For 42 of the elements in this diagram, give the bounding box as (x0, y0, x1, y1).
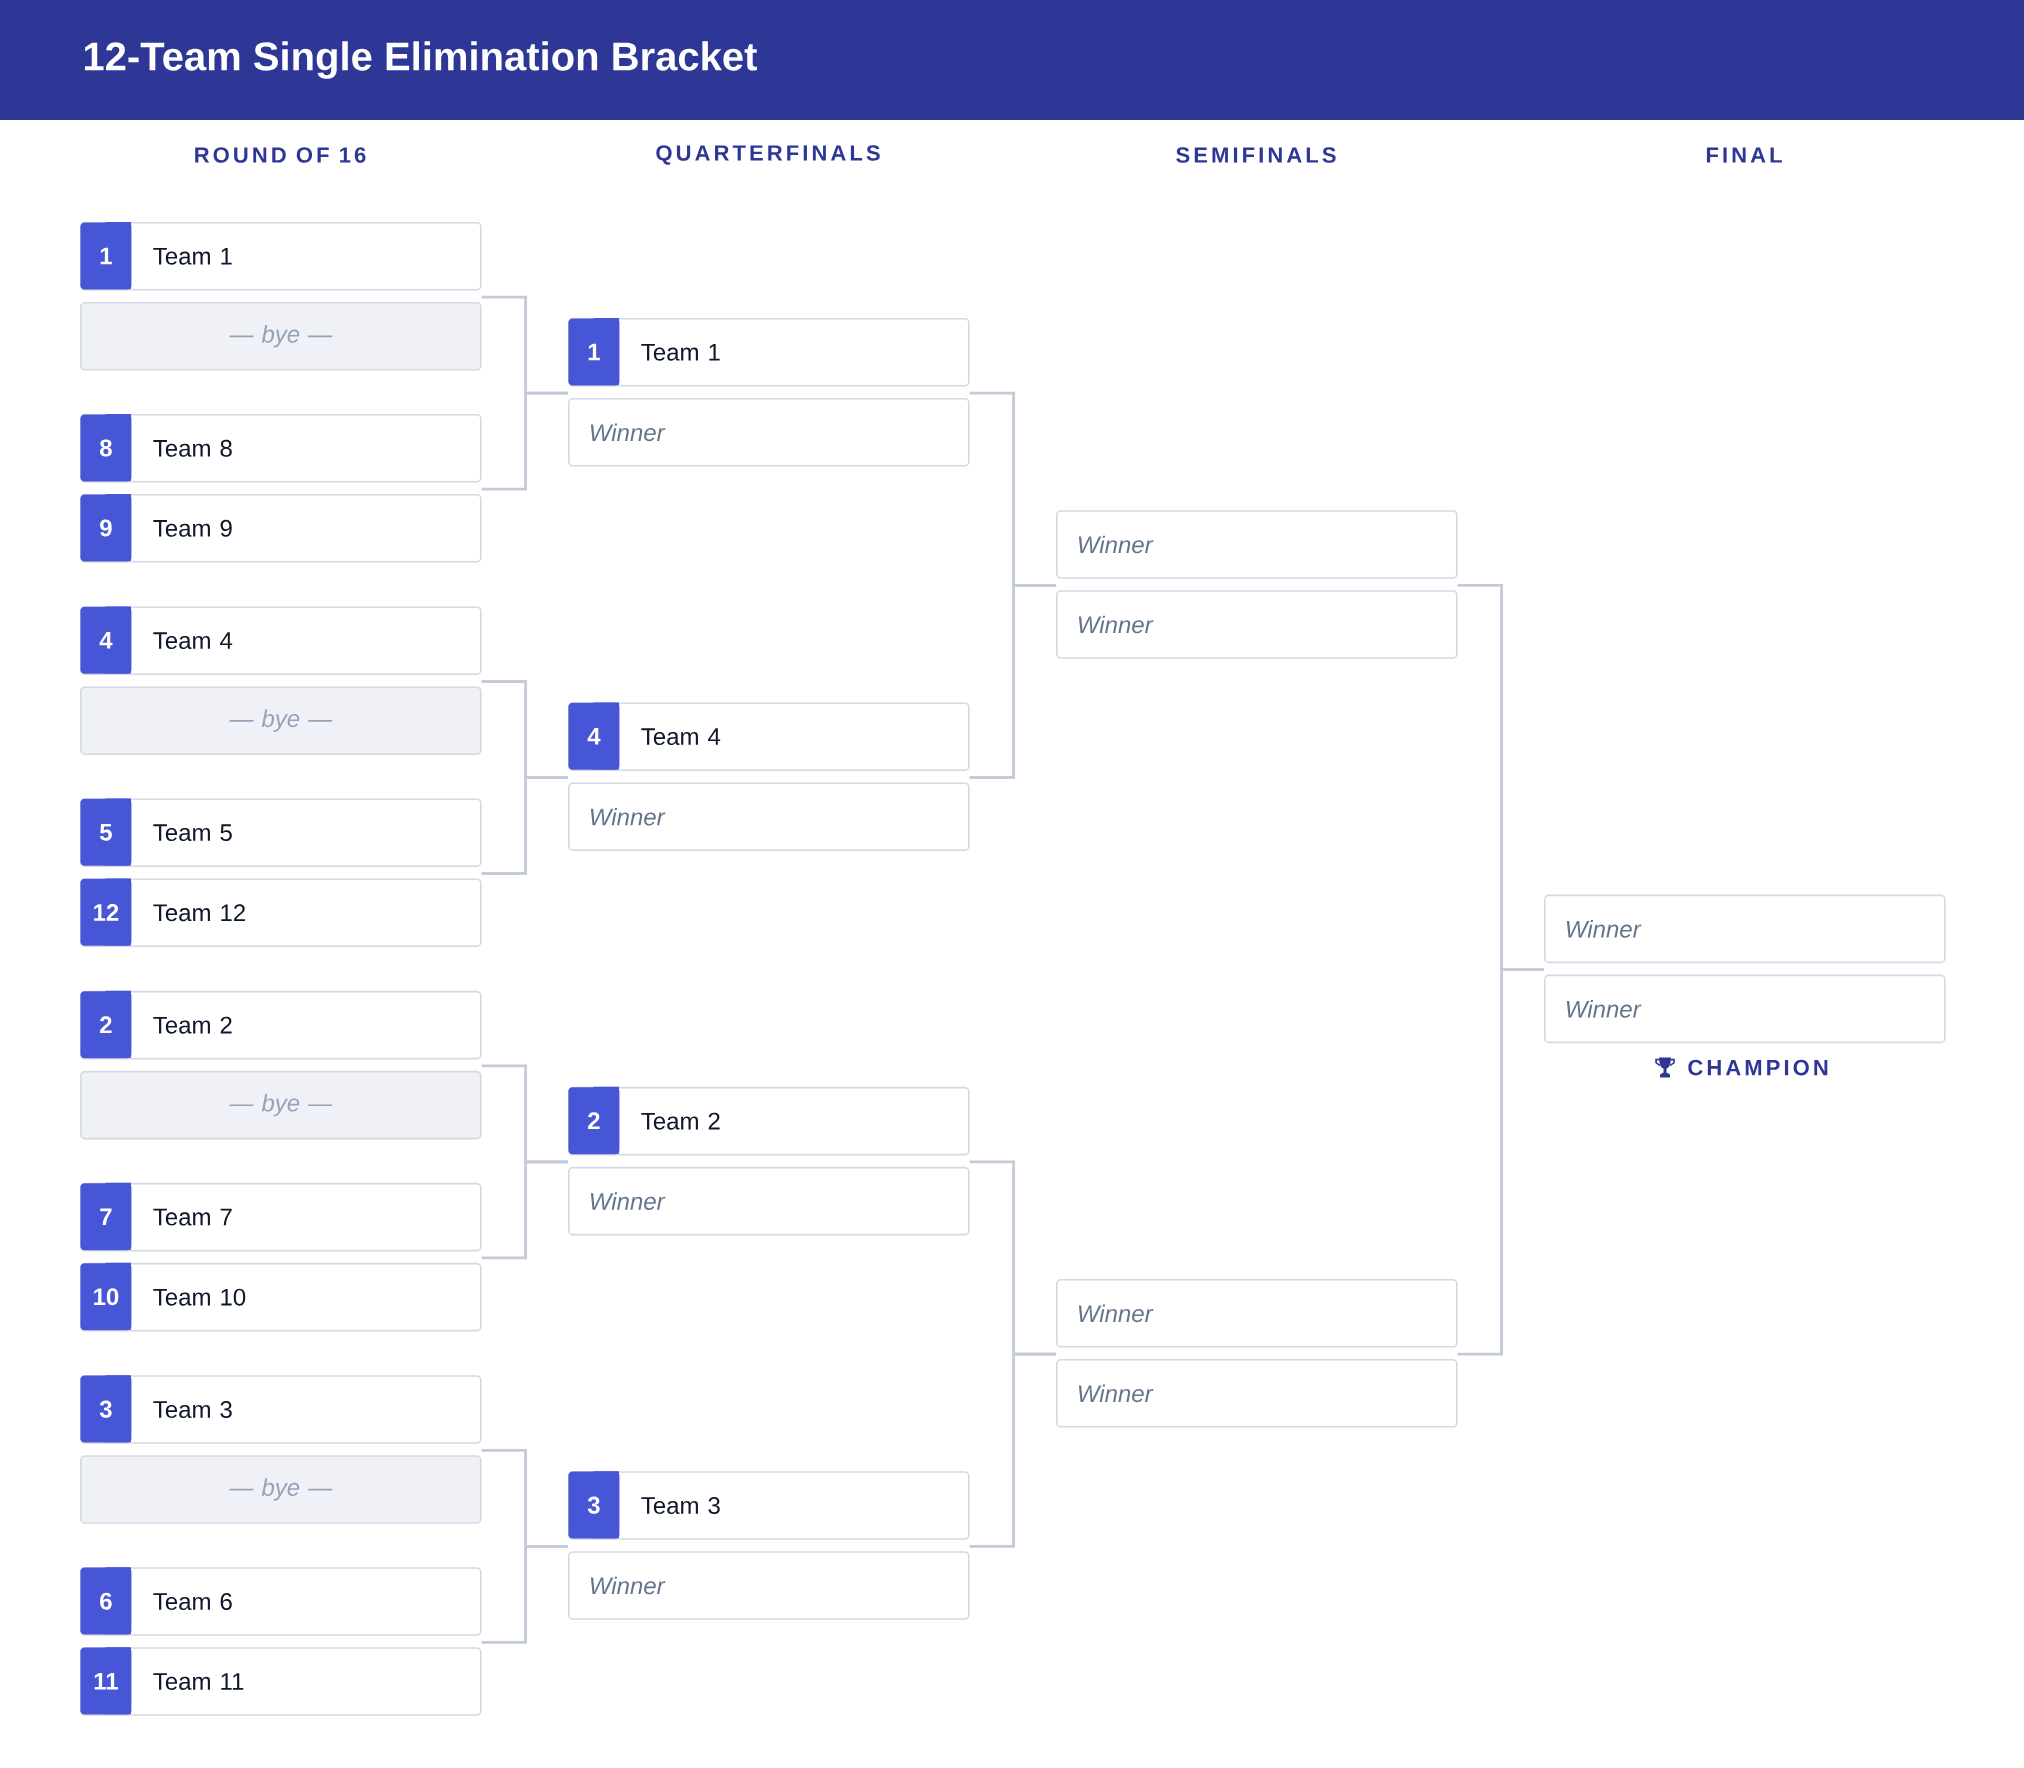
round-heading: QUARTERFINALS (656, 145, 880, 165)
seed-badge: 4 (80, 606, 132, 674)
bye-slot: — bye — (80, 1455, 482, 1524)
seed-badge: 1 (80, 222, 132, 290)
winner-slot: Winner (1544, 974, 1946, 1044)
winner-slot: Winner (1056, 1359, 1458, 1428)
seed-badge: 5 (80, 798, 132, 866)
seed-badge: 1 (568, 318, 620, 386)
bracket-line (1457, 968, 1544, 1356)
seed-badge: 2 (568, 1086, 620, 1155)
seed-badge: 12 (80, 878, 132, 946)
winner-slot: Winner (1544, 894, 1946, 964)
round-heading: ROUND OF 16 (195, 147, 366, 163)
bracket-line (481, 1544, 568, 1644)
winner-slot: Winner (1056, 1279, 1458, 1348)
seed-badge: 9 (80, 494, 132, 562)
seed-badge: 11 (80, 1647, 132, 1715)
winner-slot: Winner (1056, 590, 1458, 659)
bracket-line (481, 1160, 568, 1260)
winner-slot: Winner (568, 1551, 970, 1620)
bracket-line (969, 583, 1056, 779)
seed-badge: 8 (80, 414, 132, 482)
winner-slot: Winner (568, 782, 970, 851)
bracket-line (969, 1352, 1056, 1548)
bye-slot: — bye — (80, 1070, 482, 1140)
bye-slot: — bye — (80, 686, 482, 755)
seed-badge: 3 (80, 1375, 132, 1443)
seed-badge: 2 (80, 990, 132, 1059)
round-heading: FINAL (1706, 147, 1782, 163)
bye-slot: — bye — (80, 302, 482, 371)
winner-slot: Winner (1056, 510, 1458, 579)
seed-badge: 6 (80, 1567, 132, 1635)
seed-badge: 3 (568, 1471, 620, 1539)
title: 12-Team Single Elimination Bracket (84, 41, 757, 79)
seed-badge: 10 (80, 1262, 132, 1331)
winner-slot: Winner (568, 1166, 970, 1236)
seed-badge: 7 (80, 1182, 132, 1251)
winner-slot: Winner (568, 398, 970, 467)
seed-badge: 4 (568, 702, 620, 770)
bracket-line (481, 391, 568, 491)
bracket-line (481, 776, 568, 875)
round-heading: SEMIFINALS (1176, 147, 1336, 163)
